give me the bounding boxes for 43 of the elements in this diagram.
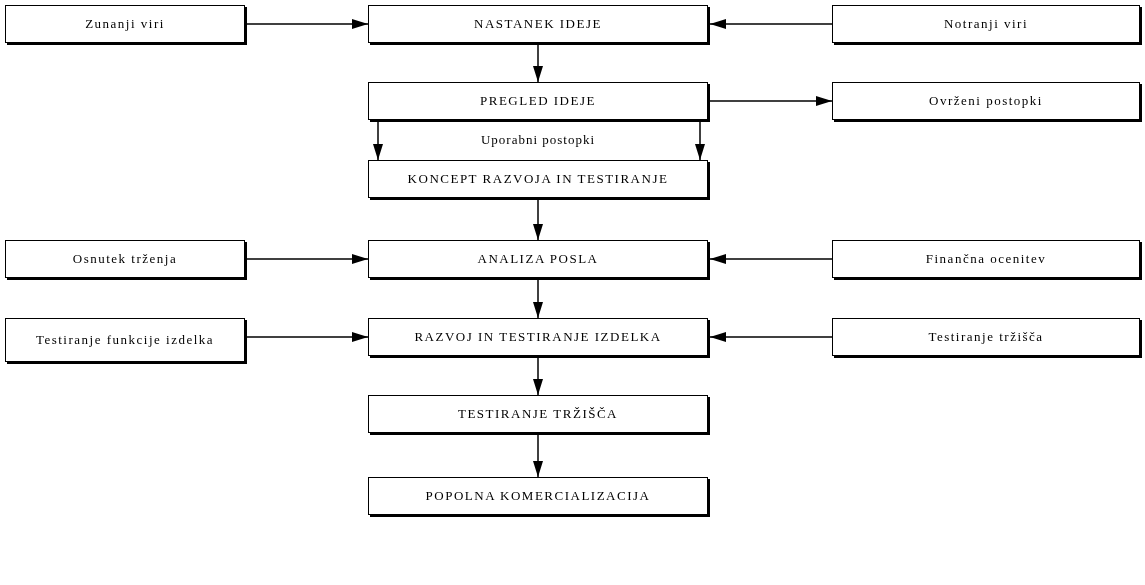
- arrow: [533, 44, 543, 83]
- process-box: [368, 82, 708, 120]
- box-text: ANALIZA POSLA: [476, 251, 600, 267]
- process-box: [832, 240, 1140, 278]
- box-text: Osnutek trženja: [71, 251, 179, 267]
- process-box: [5, 240, 245, 278]
- arrow: [246, 19, 369, 29]
- box-text: Zunanji viri: [84, 16, 166, 32]
- box-text: PREGLED IDEJE: [479, 93, 597, 109]
- arrow: [709, 96, 833, 106]
- box-text: TESTIRANJE TRŽIŠČA: [457, 406, 619, 422]
- arrow: [695, 121, 705, 161]
- arrow: [533, 357, 543, 396]
- process-box: [368, 160, 708, 198]
- box-text: NASTANEK IDEJE: [473, 16, 603, 32]
- arrow: [709, 254, 833, 264]
- flow-label: Uporabni postopki: [480, 132, 596, 148]
- process-box: [368, 477, 708, 515]
- arrow: [533, 434, 543, 478]
- box-text: Finančna ocenitev: [924, 251, 1048, 267]
- arrow: [246, 254, 369, 264]
- arrow: [533, 199, 543, 241]
- arrow: [709, 332, 833, 342]
- arrow: [246, 332, 369, 342]
- box-text: Testiranje funkcije izdelka: [34, 332, 216, 348]
- process-box: [368, 318, 708, 356]
- process-box: [5, 5, 245, 43]
- box-text: POPOLNA KOMERCIALIZACIJA: [424, 488, 652, 504]
- process-box: [832, 5, 1140, 43]
- arrow: [709, 19, 833, 29]
- box-text: KONCEPT RAZVOJA IN TESTIRANJE: [406, 171, 670, 187]
- arrow: [373, 121, 383, 161]
- process-box: [832, 82, 1140, 120]
- process-box: [368, 5, 708, 43]
- box-text: Ovrženi postopki: [928, 93, 1044, 109]
- process-box: [368, 395, 708, 433]
- process-box: [5, 318, 245, 362]
- box-text: RAZVOJ IN TESTIRANJE IZDELKA: [413, 329, 663, 345]
- box-text: Notranji viri: [942, 16, 1030, 32]
- box-text: Testiranje tržišča: [927, 329, 1045, 345]
- process-box: [832, 318, 1140, 356]
- process-box: [368, 240, 708, 278]
- arrow: [533, 279, 543, 319]
